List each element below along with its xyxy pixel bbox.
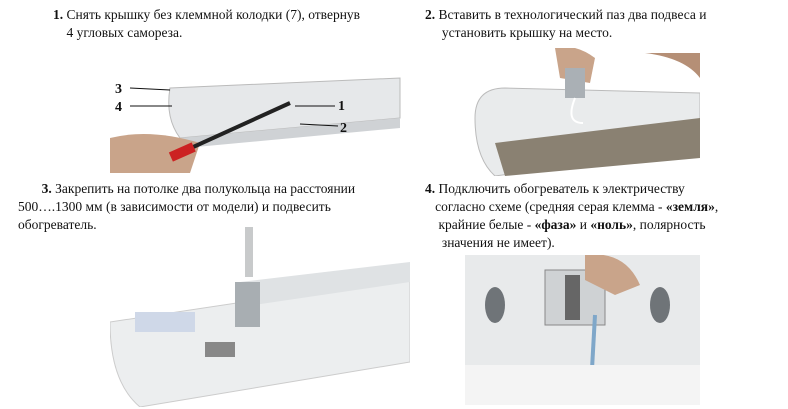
step-line: обогреватель.: [18, 217, 97, 232]
step-number: 4.: [425, 181, 436, 196]
step-2-text: 2. Вставить в технологический паз два по…: [425, 6, 707, 42]
photo-hanging-heater: [110, 227, 410, 407]
step-1-text: 1. Снять крышку без клеммной колодки (7)…: [53, 6, 360, 42]
step-number: 2.: [425, 7, 436, 22]
step-line: 4 угловых самореза.: [66, 25, 183, 40]
step-line: 500….1300 мм (в зависимости от модели) и…: [18, 199, 331, 214]
step-number: 1.: [53, 7, 64, 22]
photo-insert-hangers: [474, 48, 700, 176]
step-line: ,: [714, 199, 719, 214]
step-line: Вставить в технологический паз два подве…: [438, 7, 707, 22]
callout-1: 1: [338, 99, 345, 114]
term-phase: «фаза»: [534, 217, 577, 232]
photo-remove-cover: 3 4 1 2: [110, 77, 401, 173]
step-line: Снять крышку без клеммной колодки (7), о…: [66, 7, 361, 22]
term-earth: «земля»: [665, 199, 715, 214]
step-line: крайние белые -: [438, 217, 535, 232]
step-3-text: 3. Закрепить на потолке два полукольца н…: [18, 180, 355, 234]
step-number: 3.: [41, 181, 52, 196]
term-neutral: «ноль»: [590, 217, 633, 232]
step-line: , полярность: [632, 217, 706, 232]
callout-2: 2: [340, 121, 347, 136]
step-line: установить крышку на место.: [441, 25, 613, 40]
step-line: и: [576, 217, 591, 232]
step-line: значения не имеет).: [441, 235, 555, 250]
callout-3: 3: [115, 82, 122, 97]
step-line: Закрепить на потолке два полукольца на р…: [55, 181, 356, 196]
step-4-text: 4. Подключить обогреватель к электричест…: [425, 180, 718, 252]
callout-4: 4: [115, 100, 122, 115]
step-line: согласно схеме (средняя серая клемма -: [435, 199, 666, 214]
photo-wiring: [465, 255, 700, 405]
step-line: Подключить обогреватель к электричеству: [438, 181, 685, 196]
